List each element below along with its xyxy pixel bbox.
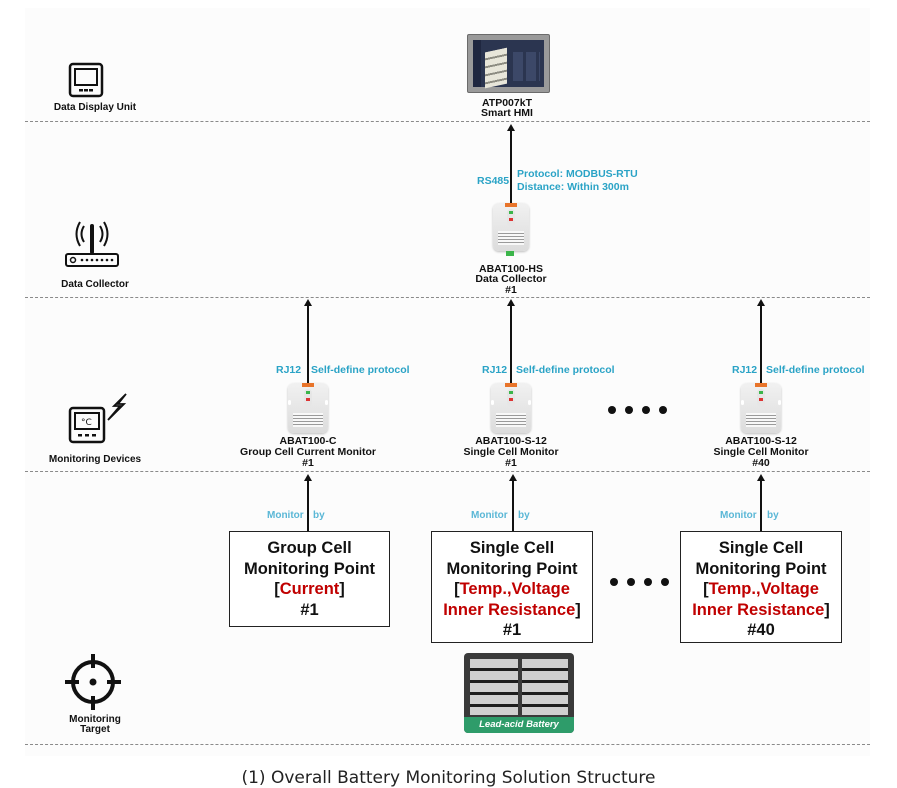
monitor-link-line [760,481,762,531]
device-name: Single Cell Monitor [463,446,559,458]
point-subtitle: Monitoring Point [446,559,578,578]
device-name: Single Cell Monitor [713,446,809,458]
point-index: #40 [747,621,775,639]
monitor-icon [68,62,104,98]
device-image [288,383,328,433]
device-protocol-label: Self-define protocol [311,364,410,376]
point-params: [Temp.,Voltage [454,580,570,598]
device-model: ABAT100-C [279,435,337,447]
device-image [741,383,781,433]
point-index: #1 [300,600,319,619]
device-link-line [510,306,512,386]
monitoring-point-box: Single Cell Monitoring Point [Temp.,Volt… [431,531,593,643]
layer-divider [25,471,870,472]
hmi-image [467,34,550,93]
collector-model: ABAT100-HS [479,263,543,275]
device-interface-label: RJ12 [276,364,302,376]
point-title: Single Cell [718,539,804,557]
monitoring-point-box: Single Cell Monitoring Point [Temp.,Volt… [680,531,842,643]
arrow-up-icon [507,124,515,131]
layer-label-target-1: Monitoring [69,714,121,725]
arrow-up-icon [304,474,312,481]
point-title: Group Cell [267,539,352,557]
arrow-up-icon [757,299,765,306]
device-protocol-label: Self-define protocol [516,364,615,376]
router-icon [65,221,119,267]
collector-index: #1 [505,284,517,296]
svg-text:°C: °C [81,418,92,428]
device-name: Group Cell Current Monitor [240,446,376,458]
layer-divider [25,121,870,122]
figure-caption: (1) Overall Battery Monitoring Solution … [241,768,656,788]
collector-name: Data Collector [475,273,547,285]
device-index: #1 [505,457,517,469]
device-interface-label: RJ12 [732,364,758,376]
device-image [491,383,531,433]
monitor-label: Monitor [267,510,304,521]
thermo-monitor-icon: °C [68,393,127,444]
monitor-label: Monitor [720,510,757,521]
by-label: by [313,510,325,521]
crosshair-icon [65,654,121,710]
layer-divider [25,297,870,298]
layer-divider [25,744,870,745]
monitor-label: Monitor [471,510,508,521]
more-points-ellipsis [610,578,669,586]
distance-label: Distance: Within 300m [517,181,629,193]
rs485-label: RS485 [477,175,510,187]
device-interface-label: RJ12 [482,364,508,376]
device-index: #1 [302,457,314,469]
monitor-link-line [307,481,309,531]
point-params: [Temp.,Voltage [703,580,819,598]
device-protocol-label: Self-define protocol [766,364,865,376]
more-devices-ellipsis [608,406,667,414]
point-index: #1 [502,621,522,639]
monitoring-point-box: Group Cell Monitoring Point [Current] #1 [229,531,390,627]
protocol-label: Protocol: MODBUS-RTU [517,168,638,180]
rs485-link-line [510,131,512,203]
device-model: ABAT100-S-12 [475,435,547,447]
lead-acid-battery-photo: Lead-acid Battery [464,653,574,733]
collector-terminal [506,251,514,256]
point-params-2: Inner Resistance] [692,600,830,619]
by-label: by [767,510,779,521]
point-subtitle: Monitoring Point [695,559,827,578]
point-subtitle: Monitoring Point [243,559,376,578]
device-link-line [307,306,309,386]
arrow-up-icon [304,299,312,306]
device-model: ABAT100-S-12 [725,435,797,447]
arrow-up-icon [509,474,517,481]
device-index: #40 [752,457,770,469]
hmi-name: Smart HMI [481,107,533,119]
layer-label-target-2: Target [80,724,110,735]
device-link-line [760,306,762,386]
by-label: by [518,510,530,521]
arrow-up-icon [757,474,765,481]
point-params: [Current] [274,580,345,598]
hmi-model: ATP007kT [482,97,532,109]
point-title: Single Cell [469,539,555,557]
layer-label-display: Data Display Unit [53,102,137,113]
layer-label-collector: Data Collector [61,279,129,290]
arrow-up-icon [507,299,515,306]
monitor-link-line [512,481,514,531]
point-params-2: Inner Resistance] [443,600,581,619]
collector-device-image [493,203,529,251]
layer-label-devices: Monitoring Devices [48,454,142,465]
battery-photo-label: Lead-acid Battery [464,717,574,733]
